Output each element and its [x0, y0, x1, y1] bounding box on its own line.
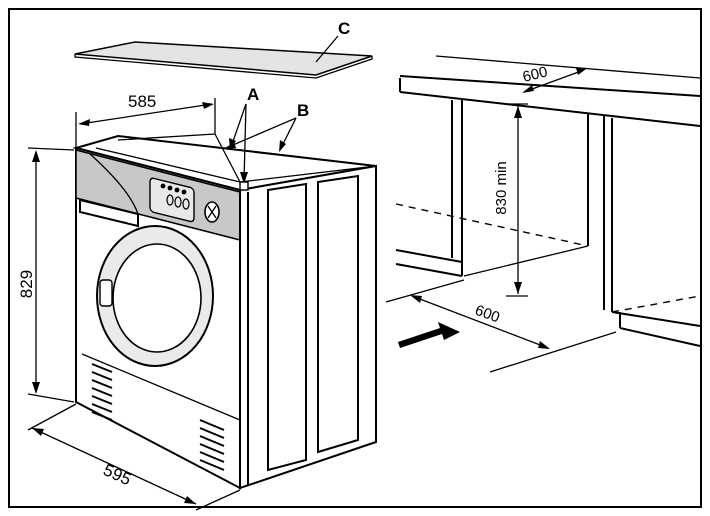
- label-c-callout: C: [315, 19, 350, 63]
- label-a: A: [247, 85, 259, 104]
- dim-600-bottom: 600: [385, 279, 617, 373]
- label-b-callout: B: [224, 101, 309, 152]
- dim-600-top-label: 600: [521, 63, 549, 86]
- dim-585: 585: [75, 92, 216, 148]
- kitchen-niche: [395, 55, 701, 347]
- dim-830-label: 830 min: [493, 161, 510, 214]
- diagram-border: [8, 8, 702, 508]
- door-glass: [112, 243, 202, 353]
- dim-830: 830 min: [493, 103, 528, 297]
- worktop-panel: [74, 41, 373, 79]
- dim-600-bottom-label: 600: [473, 302, 502, 327]
- dim-585-label: 585: [128, 92, 156, 111]
- label-a-callout: A: [229, 85, 259, 191]
- washing-machine: [72, 133, 377, 490]
- vent-left: [91, 363, 113, 421]
- vent-right: [199, 419, 225, 471]
- dim-595-label: 595: [100, 460, 134, 489]
- label-b: B: [297, 101, 309, 120]
- dim-600-top: 600: [521, 63, 586, 93]
- dim-829-label: 829: [17, 270, 36, 298]
- label-c: C: [338, 19, 350, 38]
- dim-829: 829: [17, 147, 75, 403]
- insert-arrow: [398, 322, 460, 348]
